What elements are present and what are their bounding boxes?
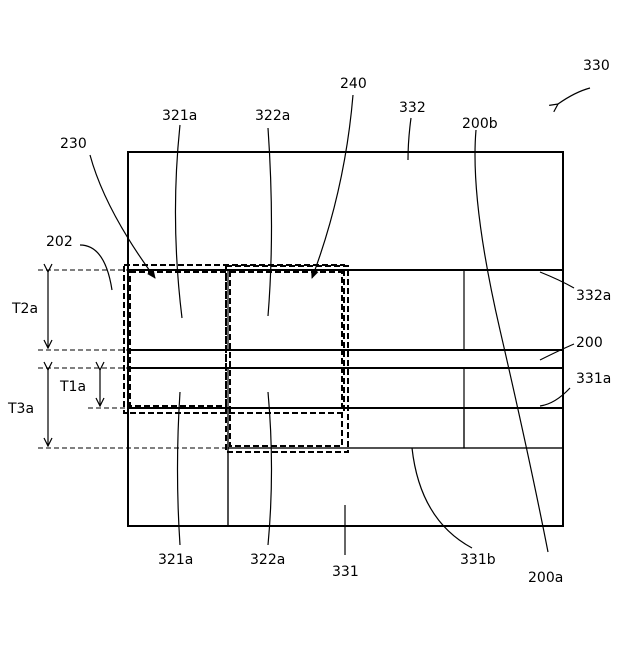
label-t3a: T3a <box>7 401 34 417</box>
label-321a-top: 321a <box>162 108 197 124</box>
label-202: 202 <box>46 234 73 250</box>
leader-331b <box>412 448 472 548</box>
leader-200 <box>540 344 574 360</box>
label-321a-bot: 321a <box>158 552 193 568</box>
leader-240 <box>312 95 353 278</box>
dashed-region-321a <box>130 272 226 406</box>
upper-dotted-layer <box>128 270 563 350</box>
label-200: 200 <box>576 335 603 351</box>
dashed-region-240 <box>226 266 348 452</box>
label-230: 230 <box>60 136 87 152</box>
leader-332a <box>540 272 574 288</box>
label-332a: 332a <box>576 288 611 304</box>
leader-330 <box>558 88 590 104</box>
label-331: 331 <box>332 564 359 580</box>
lower-right-substrate <box>464 408 563 448</box>
leader-230 <box>90 155 155 278</box>
lower-bottom-substrate <box>228 448 563 526</box>
label-t1a: T1a <box>59 379 86 395</box>
lower-dotted-layer <box>128 368 563 408</box>
leader-331a <box>540 388 570 406</box>
leader-321a-top <box>175 125 182 318</box>
upper-substrate-332 <box>128 152 563 270</box>
leader-202 <box>80 245 112 290</box>
label-330: 330 <box>583 58 610 74</box>
label-200a: 200a <box>528 570 563 586</box>
dashed-region-230 <box>124 265 344 413</box>
label-331b: 331b <box>460 552 496 568</box>
label-322a-bot: 322a <box>250 552 285 568</box>
leader-200b-200a <box>475 130 548 552</box>
leader-321a-bot <box>178 392 181 545</box>
leader-322a-bot <box>268 392 272 545</box>
label-322a-top: 322a <box>255 108 290 124</box>
label-200b: 200b <box>462 116 498 132</box>
upper-striped-region-322a <box>228 270 464 350</box>
leader-332 <box>408 118 411 160</box>
leader-322a-top <box>268 128 272 316</box>
label-t2a: T2a <box>11 301 38 317</box>
cross-hatched-layer-200 <box>128 350 563 368</box>
label-332: 332 <box>399 100 426 116</box>
label-331a: 331a <box>576 371 611 387</box>
outer-outline <box>128 152 563 526</box>
dashed-region-322a <box>230 272 342 446</box>
label-240: 240 <box>340 76 367 92</box>
